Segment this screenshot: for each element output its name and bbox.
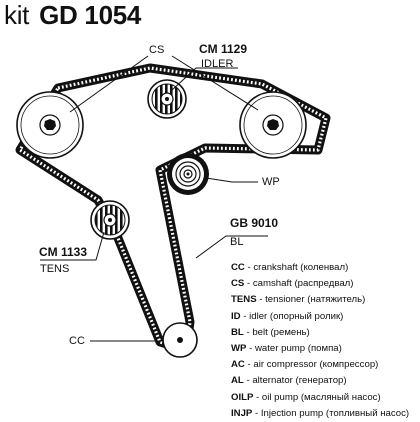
legend-text: - air compressor (компрессор) bbox=[244, 359, 379, 371]
legend-code: INJP bbox=[231, 407, 253, 419]
legend-item: OILP - oil pump (масляный насос) bbox=[231, 390, 417, 406]
camshaft-pulley-right bbox=[239, 91, 307, 159]
legend-item: CS - camshaft (распредвал) bbox=[231, 276, 417, 292]
label-cs: CS bbox=[149, 44, 165, 56]
label-gb9010-code: GB 9010 bbox=[230, 216, 279, 230]
legend-code: ID bbox=[231, 310, 241, 322]
legend-code: TENS bbox=[231, 294, 257, 306]
legend-code: AL bbox=[231, 375, 244, 387]
leader-lines bbox=[40, 55, 268, 342]
tensioner-pulley bbox=[90, 200, 130, 240]
label-cm1129-code: CM 1129 bbox=[199, 42, 248, 56]
legend-code: OILP bbox=[231, 391, 254, 403]
legend-text: - belt (ремень) bbox=[243, 326, 310, 338]
legend-text: - Injection pump (топливный насос) bbox=[252, 407, 410, 419]
label-cc: CC bbox=[69, 335, 85, 347]
legend-code: CS bbox=[231, 278, 245, 290]
legend-item: ID - idler (опорный ролик) bbox=[231, 309, 417, 325]
label-cm1129-role: IDLER bbox=[201, 58, 234, 70]
kit-title: kit GD 1054 bbox=[4, 0, 141, 30]
legend-text: - water pump (помпа) bbox=[246, 343, 342, 355]
legend-text: - idler (опорный ролик) bbox=[240, 310, 344, 322]
label-gb9010-role: BL bbox=[230, 236, 244, 248]
label-wp: WP bbox=[262, 176, 280, 188]
legend-item: INJP - Injection pump (топливный насос) bbox=[231, 406, 417, 422]
legend-item: CC - crankshaft (коленвал) bbox=[231, 260, 417, 276]
kit-number: GD 1054 bbox=[39, 0, 142, 30]
camshaft-pulley-left bbox=[16, 91, 84, 159]
legend-item: TENS - tensioner (натяжитель) bbox=[231, 292, 417, 308]
kit-prefix: kit bbox=[4, 0, 30, 30]
crankshaft-pulley bbox=[162, 322, 198, 358]
legend-text: - alternator (генератор) bbox=[243, 375, 347, 387]
legend-item: BL - belt (ремень) bbox=[231, 325, 417, 341]
legend-text: - camshaft (распредвал) bbox=[244, 278, 354, 290]
legend-item: AL - alternator (генератор) bbox=[231, 373, 417, 389]
legend-item: AC - air compressor (компрессор) bbox=[231, 357, 417, 373]
legend-code: CC bbox=[231, 262, 245, 273]
legend-text: - crankshaft (коленвал) bbox=[244, 262, 349, 273]
legend-text: - tensioner (натяжитель) bbox=[256, 294, 366, 306]
legend-text: - oil pump (масляный насос) bbox=[253, 391, 381, 403]
idler-pulley bbox=[147, 79, 187, 119]
legend: CC - crankshaft (коленвал)CS - camshaft … bbox=[231, 260, 417, 422]
water-pump-pulley bbox=[167, 153, 209, 195]
legend-code: AC bbox=[231, 359, 245, 371]
legend-code: BL bbox=[231, 326, 244, 338]
legend-item: WP - water pump (помпа) bbox=[231, 341, 417, 357]
label-cm1133-code: CM 1133 bbox=[39, 245, 88, 259]
label-cm1133-role: TENS bbox=[40, 263, 70, 275]
legend-code: WP bbox=[231, 343, 247, 355]
